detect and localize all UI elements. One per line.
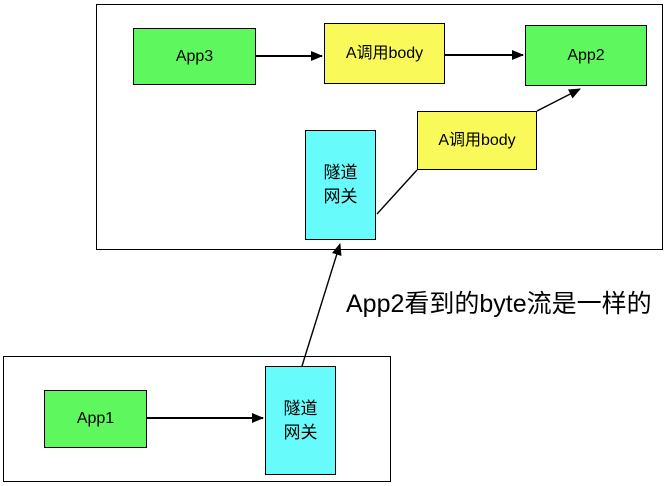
bottom-host-container [3, 356, 391, 482]
top-host-container [96, 4, 663, 250]
app3-box: App3 [133, 28, 256, 85]
tunnel-gateway-top-line1: 隧道 [323, 163, 358, 183]
tunnel-gateway-bottom-line2: 网关 [283, 422, 318, 442]
call-body-box-side: A调用body [417, 111, 537, 170]
call-body-top-label: A调用body [345, 44, 424, 62]
tunnel-gateway-top-line2: 网关 [323, 187, 358, 206]
tunnel-gateway-bottom-box: 隧道 网关 [265, 366, 336, 475]
call-body-box-top: A调用body [324, 23, 445, 84]
call-body-side-label: A调用body [438, 131, 516, 149]
arrow-gateway-bottom-to-gateway-top [301, 243, 342, 367]
app2-label: App2 [567, 46, 605, 64]
tunnel-gateway-bottom-line1: 隧道 [283, 398, 318, 418]
caption-text: App2看到的byte流是一样的 [346, 290, 652, 318]
app3-label: App3 [175, 47, 214, 65]
app1-box: App1 [44, 390, 147, 448]
app2-box: App2 [525, 25, 647, 86]
app1-label: App1 [76, 410, 115, 428]
tunnel-gateway-top-box: 隧道 网关 [305, 130, 376, 240]
